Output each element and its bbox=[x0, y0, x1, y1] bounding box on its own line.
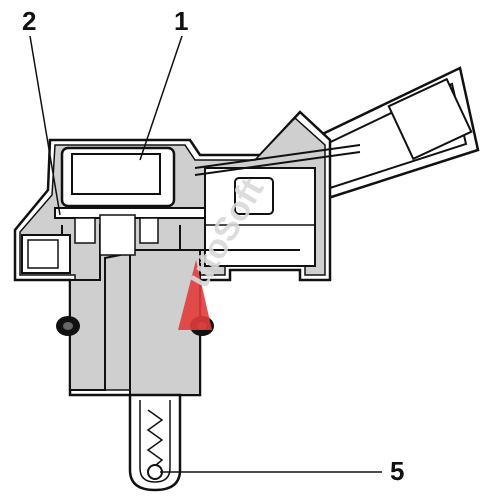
callout-label-5: 5 bbox=[390, 456, 404, 486]
o-ring-left bbox=[56, 316, 80, 336]
circuit-board-2 bbox=[54, 207, 216, 256]
connector-plug bbox=[308, 66, 480, 202]
leader-lines bbox=[29, 35, 382, 473]
callout-label-1: 1 bbox=[174, 6, 188, 36]
sensor-element-1 bbox=[60, 146, 176, 208]
right-cavity bbox=[170, 144, 361, 267]
temperature-probe-5 bbox=[128, 393, 182, 492]
callout-label-2: 2 bbox=[22, 6, 36, 36]
left-cavity bbox=[21, 234, 71, 274]
